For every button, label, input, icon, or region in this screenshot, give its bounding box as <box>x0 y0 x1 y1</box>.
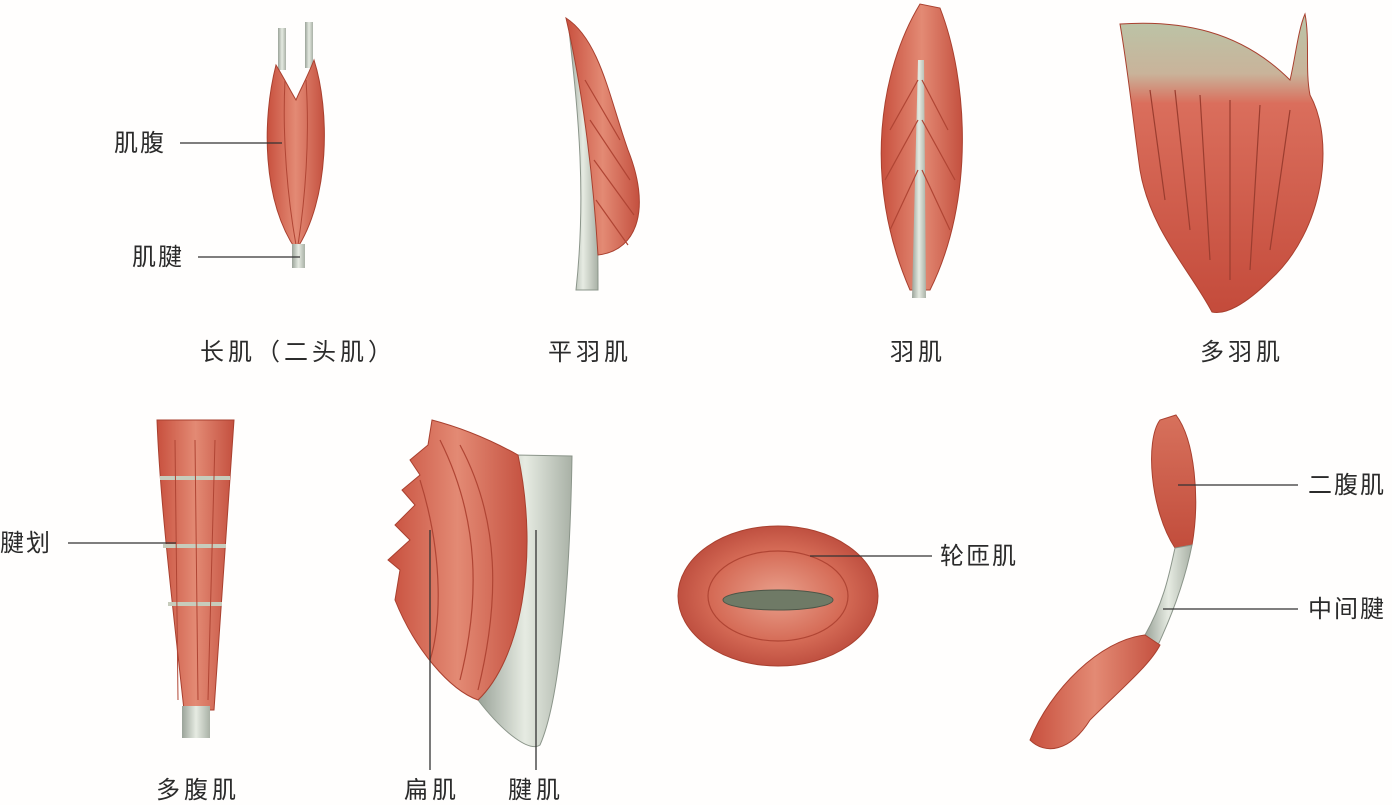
aponeurosis-caption: 腱肌 <box>508 776 564 804</box>
intermediate-tendon-label: 中间腱 <box>1308 595 1386 623</box>
long-muscle-drawing <box>266 22 325 268</box>
flat-muscle-drawing <box>387 419 573 747</box>
tendinous-intersection-label: 腱划 <box>0 529 52 557</box>
multipennate-muscle-drawing <box>1119 12 1324 314</box>
multi-belly-muscle-drawing <box>156 419 235 738</box>
orbicularis-label: 轮匝肌 <box>940 542 1018 570</box>
digastric-muscle-drawing <box>1029 414 1197 750</box>
multipennate-caption: 多羽肌 <box>1200 338 1284 366</box>
tendon-label: 肌腱 <box>132 243 184 271</box>
bipennate-caption: 羽肌 <box>890 338 946 366</box>
unipennate-caption: 平羽肌 <box>548 338 632 366</box>
digastric-label: 二腹肌 <box>1308 471 1386 499</box>
belly-label: 肌腹 <box>114 129 166 157</box>
orbicularis-muscle-drawing <box>677 525 879 667</box>
unipennate-muscle-drawing <box>565 16 640 291</box>
flat-muscle-caption: 扁肌 <box>404 776 460 804</box>
multi-belly-caption: 多腹肌 <box>156 776 240 804</box>
long-muscle-caption: 长肌（二头肌） <box>200 338 396 366</box>
bipennate-muscle-drawing <box>880 3 963 298</box>
